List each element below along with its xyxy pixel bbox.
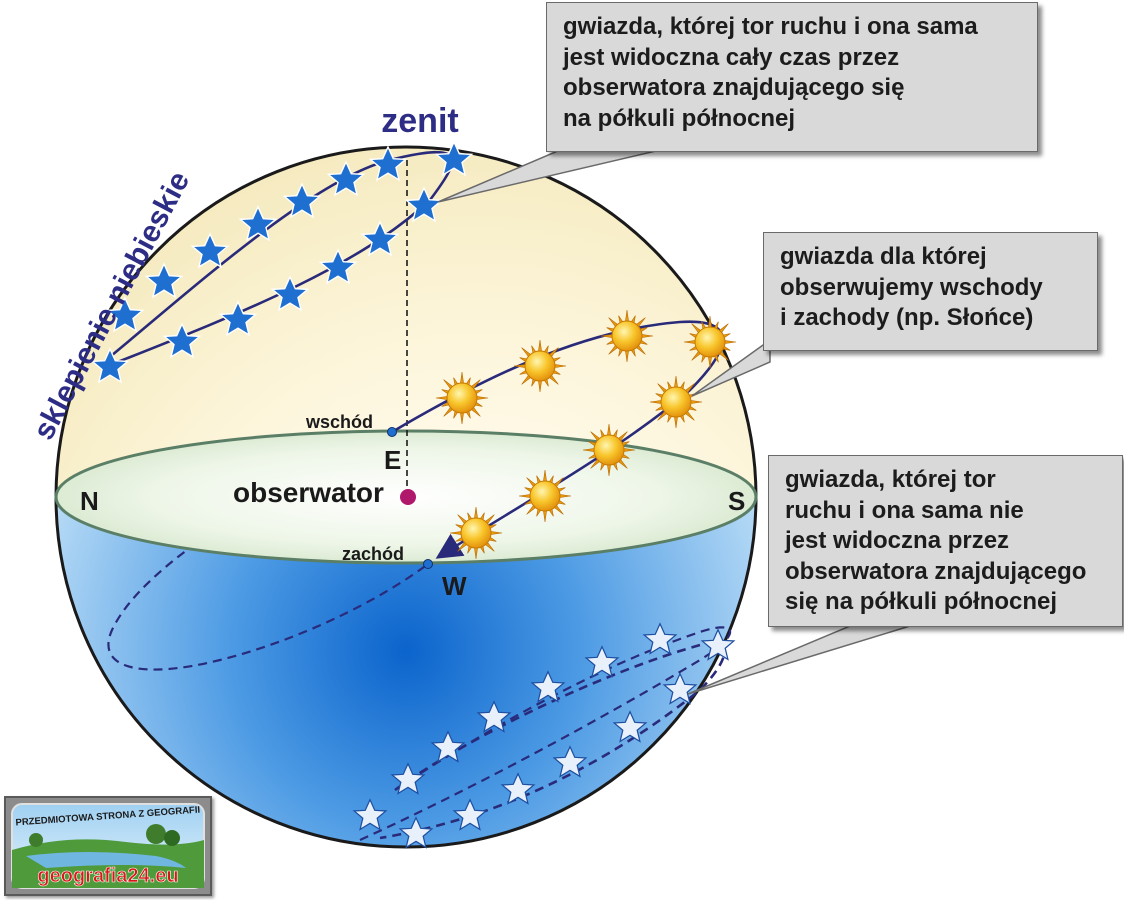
upper-hemisphere: [56, 147, 756, 497]
callout-line: jest widoczna cały czas przez: [563, 43, 900, 71]
sun-icon: [600, 309, 654, 363]
south-label: S: [728, 486, 745, 516]
sunset-point: [423, 559, 433, 569]
callout-line: jest widoczna przez: [785, 527, 1010, 554]
hidden-star-orbit-front: [379, 641, 726, 840]
callout-circumpolar: gwiazda, której tor ruchu i ona sama jes…: [546, 2, 1038, 152]
callout-line: ruchu i ona sama nie: [785, 496, 1024, 524]
callout-rising-setting: gwiazda dla której obserwujemy wschody i…: [763, 232, 1098, 351]
badge-artwork: PRZEDMIOTOWA STRONA Z GEOGRAFII geografi…: [11, 803, 205, 889]
callout-line: i zachody (np. Słońce): [780, 304, 1034, 331]
callout-never-visible: gwiazda, której tor ruchu i ona sama nie…: [768, 455, 1123, 627]
sun-icon: [582, 423, 636, 477]
callout-line: obserwujemy wschody: [780, 273, 1043, 301]
east-label: E: [384, 445, 401, 475]
sun-icon: [435, 371, 489, 425]
callout-line: obserwatora znajdującego: [785, 557, 1087, 585]
pointer-rising-setting: [691, 338, 771, 397]
sun-positions: [435, 309, 737, 560]
site-logo-badge[interactable]: PRZEDMIOTOWA STRONA Z GEOGRAFII geografi…: [4, 796, 212, 896]
callout-line: obserwatora znajdującego się: [563, 74, 905, 101]
zenith-label: zenit: [381, 102, 458, 140]
sun-icon: [513, 339, 567, 393]
observer-dot: [400, 489, 416, 505]
sun-icon: [649, 375, 703, 429]
callout-line: się na półkuli północnej: [785, 588, 1058, 615]
hidden-star-orbit-dashed: [359, 626, 732, 842]
badge-site[interactable]: geografia24.eu: [37, 865, 179, 888]
callout-line: na półkuli północnej: [563, 104, 796, 132]
callout-line: gwiazda, której tor: [785, 466, 996, 493]
sunset-label: zachód: [342, 544, 404, 564]
sun-icon: [518, 469, 572, 523]
west-label: W: [442, 571, 467, 601]
sunrise-point: [387, 427, 397, 437]
north-label: N: [80, 486, 99, 516]
sun-icon: [683, 315, 737, 369]
callout-pointers: [437, 149, 911, 695]
callout-line: gwiazda, której tor ruchu i ona sama: [563, 13, 978, 40]
sun-icon: [449, 506, 503, 560]
sunrise-label: wschód: [305, 412, 373, 432]
observer-label: obserwator: [233, 477, 384, 508]
callout-line: gwiazda dla której: [780, 243, 987, 270]
